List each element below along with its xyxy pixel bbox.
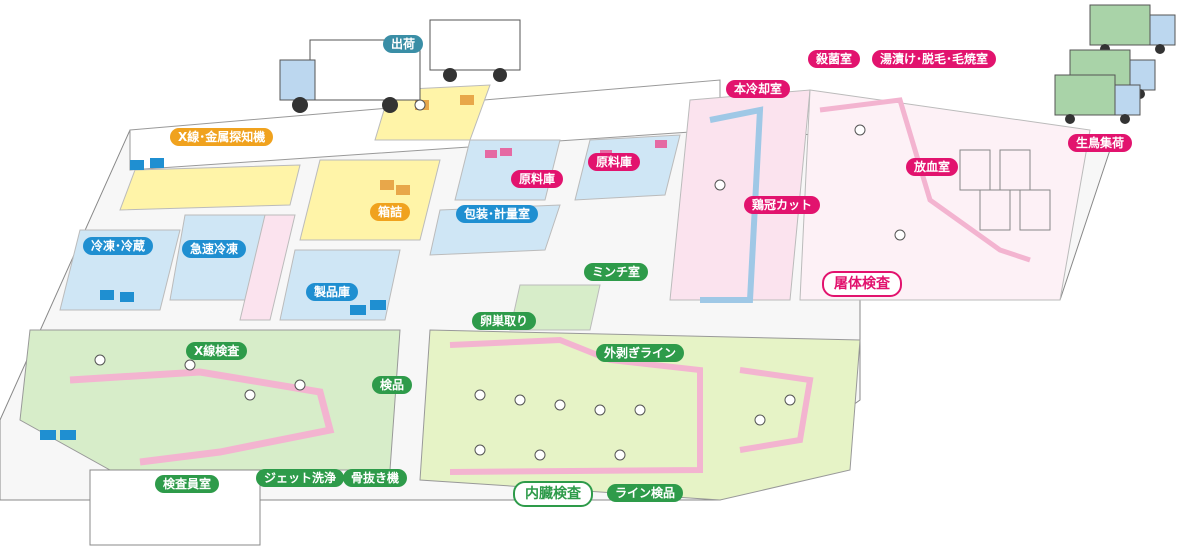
label-xray-metal: X線･金属探知機 — [170, 128, 274, 146]
label-offal-inspect: 内臓検査 — [513, 481, 593, 507]
label-raw-store-1: 原料庫 — [511, 170, 564, 188]
zone-right-slaughter — [799, 89, 1091, 301]
truck-live-bird-3 — [1054, 74, 1141, 124]
zone-main-chill — [669, 89, 811, 301]
label-bleed-room: 放血室 — [906, 158, 959, 176]
truck-live-bird-1 — [1089, 4, 1176, 54]
crate-stack-1 — [40, 430, 76, 440]
crate-stack-3 — [100, 290, 134, 302]
label-xray-inspect: X線検査 — [186, 342, 248, 360]
label-mince-room: ミンチ室 — [584, 263, 649, 281]
label-inspection: 検品 — [372, 376, 413, 394]
label-line-inspect: ライン検品 — [607, 484, 684, 502]
label-raw-store-2: 原料庫 — [588, 153, 641, 171]
truck-trailer — [429, 19, 521, 82]
label-shipping: 出荷 — [383, 35, 424, 53]
zone-pink-corridor — [239, 214, 296, 321]
workers — [94, 99, 906, 461]
label-comb-cut: 鶏冠カット — [744, 196, 821, 214]
zone-xray-metal — [119, 164, 301, 211]
label-scald-pluck: 湯漬け･脱毛･毛焼室 — [872, 50, 997, 68]
label-live-bird: 生鳥集荷 — [1068, 134, 1133, 152]
label-packing-weigh: 包装･計量室 — [456, 205, 539, 223]
label-carcass-inspect: 屠体検査 — [822, 271, 902, 297]
cage-racks — [959, 149, 1051, 231]
label-peel-line: 外剥ぎライン — [596, 344, 685, 362]
conveyor-left — [69, 368, 335, 466]
label-inspector-room: 検査員室 — [155, 475, 220, 493]
label-jet-wash: ジェット洗浄 — [256, 469, 345, 487]
label-quick-freeze: 急速冷凍 — [182, 240, 247, 258]
conveyor-slaughter — [819, 97, 1031, 263]
zone-packing — [299, 159, 441, 241]
label-freeze-chill: 冷凍･冷蔵 — [83, 237, 154, 255]
label-sterilize: 殺菌室 — [808, 50, 861, 68]
crate-stack-2 — [130, 158, 164, 170]
conveyor-offal — [449, 336, 703, 475]
label-product-store: 製品庫 — [306, 283, 359, 301]
label-debone: 骨抜き機 — [343, 469, 408, 487]
crate-stack-4 — [350, 300, 386, 315]
label-ovary-take: 卵巣取り — [472, 312, 537, 330]
label-packing-box: 箱詰 — [370, 203, 411, 221]
conveyor-right — [739, 367, 814, 453]
label-main-chill: 本冷却室 — [726, 80, 791, 98]
